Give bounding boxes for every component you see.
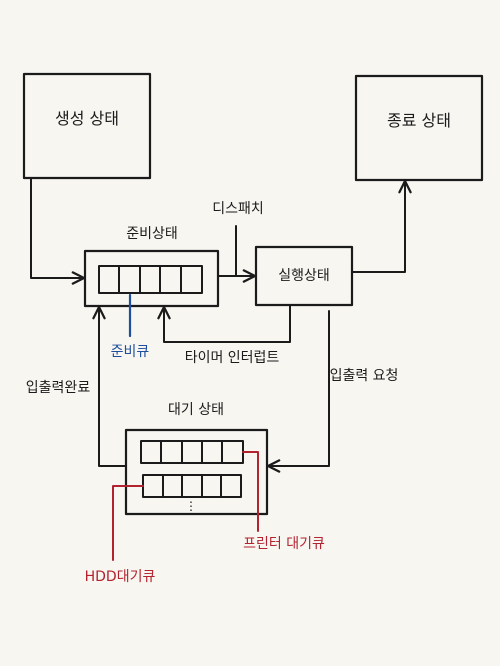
ready-state-box	[83, 249, 220, 308]
running-state-label: 실행상태	[278, 268, 330, 284]
ready-state-label: 준비상태	[126, 226, 178, 242]
arrow-running-to-terminated	[351, 179, 412, 273]
new-state-label: 생성 상태	[55, 109, 119, 128]
io-request-label: 입출력 요청	[330, 368, 399, 384]
new-state-box	[22, 72, 152, 180]
ready-queue-slots	[98, 265, 203, 294]
arrow-io-request	[266, 310, 330, 473]
arrow-io-complete	[92, 305, 127, 467]
waiting-state-label: 대기 상태	[168, 402, 224, 418]
ready-queue-label: 준비큐	[111, 344, 150, 360]
hdd-wait-queue-label: HDD대기큐	[85, 569, 156, 585]
io-complete-label: 입출력완료	[26, 380, 91, 396]
printer-queue-slots	[140, 440, 244, 464]
waiting-queue-ellipsis: ⋮	[185, 499, 197, 513]
arrow-timer-interrupt	[157, 305, 291, 343]
dispatch-label: 디스패치	[212, 201, 264, 217]
timer-interrupt-label: 타이머 인터럽트	[185, 350, 280, 366]
arrow-new-to-ready	[30, 177, 86, 285]
terminated-state-box	[354, 74, 484, 182]
hdd-queue-pointer	[112, 485, 144, 561]
hdd-queue-slots	[142, 474, 242, 498]
printer-queue-pointer	[242, 451, 259, 532]
printer-wait-queue-label: 프린터 대기큐	[243, 536, 325, 552]
terminated-state-label: 종료 상태	[387, 111, 451, 130]
